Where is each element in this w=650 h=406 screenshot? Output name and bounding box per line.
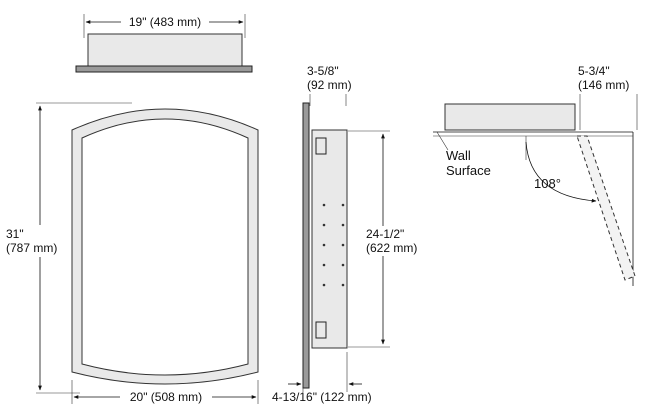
side-cabinet-body <box>311 129 348 349</box>
depth-top-in-dimension: 3-5/8" <box>307 64 339 78</box>
side-mirror-door <box>302 102 310 389</box>
height-mm-dimension: (787 mm) <box>6 241 57 255</box>
shelf-pins <box>322 203 345 287</box>
inner-height-in-dimension: 24-1/2" <box>366 227 404 241</box>
projection-mm-dimension: (146 mm) <box>578 78 629 92</box>
top-view-cabinet-body <box>87 33 243 67</box>
wall-label-line1: Wall <box>446 148 471 163</box>
projection-in-dimension: 5-3/4" <box>578 64 610 78</box>
upper-hinge-icon <box>315 137 327 155</box>
side-view: 3-5/8" (92 mm) 24-1/2" (622 mm) 4-13 <box>272 64 426 404</box>
depth-bottom-dimension: 4-13/16" (122 mm) <box>272 390 372 404</box>
lower-hinge-icon <box>315 321 327 339</box>
height-in-dimension: 31" <box>6 227 24 241</box>
front-mirror-glass <box>81 118 249 376</box>
swing-opened-door <box>576 135 636 281</box>
swing-cabinet-body <box>444 103 576 131</box>
top-view-mirror-frame <box>75 65 253 73</box>
door-angle-label: 108° <box>534 176 561 191</box>
wall-label-line2: Surface <box>446 163 491 178</box>
front-view: 31" (787 mm) 20" (508 mm) <box>4 102 259 405</box>
depth-top-mm-dimension: (92 mm) <box>307 78 352 92</box>
door-swing-view: 5-3/4" (146 mm) Wall Surface 108° <box>433 64 638 286</box>
inner-height-mm-dimension: (622 mm) <box>366 241 417 255</box>
top-view: 19" (483 mm) <box>75 13 253 73</box>
top-width-dimension: 19" (483 mm) <box>129 15 201 29</box>
bottom-width-dimension: 20" (508 mm) <box>130 390 202 404</box>
